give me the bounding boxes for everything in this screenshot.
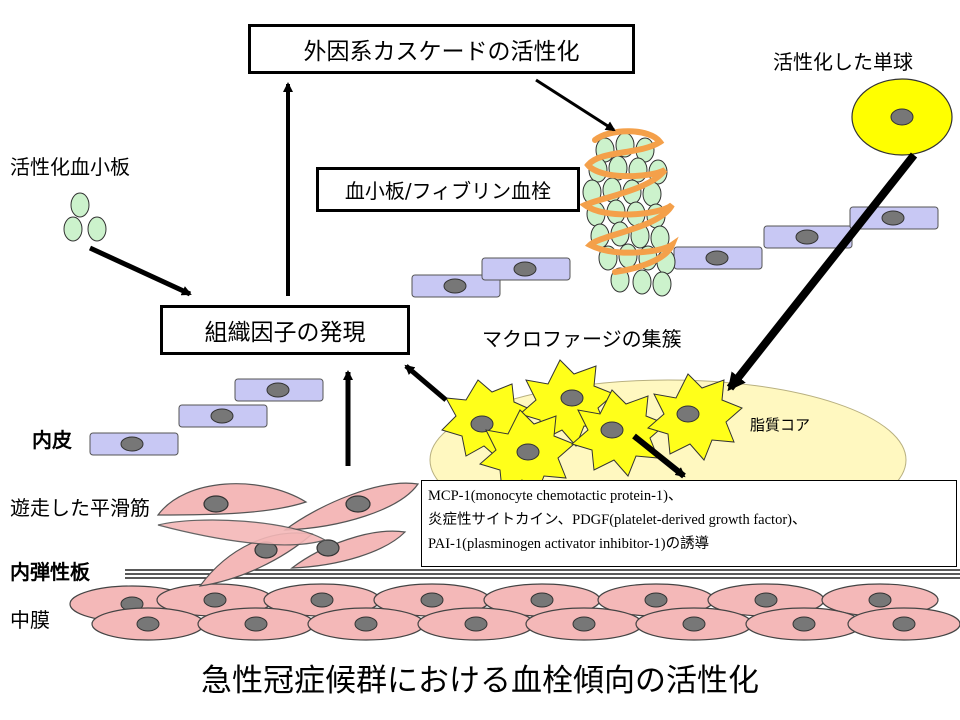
- lipid-core-label: 脂質コア: [750, 416, 811, 434]
- migrated-smc-label: 遊走した平滑筋: [10, 496, 150, 520]
- arrow-platelet-to-tf: [88, 245, 192, 297]
- arrows: [88, 78, 918, 479]
- arrow-macrophage-to-tf: [404, 364, 448, 402]
- tissue-factor-box: 組織因子の発現: [160, 305, 410, 355]
- activated-monocyte-label: 活性化した単球: [773, 50, 913, 74]
- arrow-extrinsic-to-thrombus: [535, 78, 616, 132]
- endothelial-cells: [89, 206, 939, 456]
- induced-factors-note: MCP-1(monocyte chemotactic protein-1)、 炎…: [421, 480, 957, 567]
- thrombus-box: 血小板/フィブリン血栓: [316, 167, 580, 212]
- arrow-macrophage-to-note: [632, 433, 686, 479]
- extrinsic-cascade-label: 外因系カスケードの活性化: [303, 39, 580, 65]
- note-line: MCP-1(monocyte chemotactic protein-1)、: [428, 488, 683, 504]
- media-cells: [69, 583, 960, 641]
- note-line: PAI-1(plasminogen activator inhibitor-1)…: [428, 536, 710, 552]
- note-line: 炎症性サイトカイン、PDGF(platelet-derived growth f…: [428, 512, 807, 528]
- activated-platelet-group: [63, 192, 107, 242]
- macrophage-cluster: [441, 359, 743, 497]
- monocyte-nucleus: [890, 108, 914, 126]
- media-label: 中膜: [10, 608, 50, 632]
- media-cell-row-bottom: [91, 607, 960, 641]
- smooth-muscle-cells: [156, 482, 420, 587]
- activated-platelet-label: 活性化血小板: [10, 155, 130, 179]
- macrophage-cluster-label: マクロファージの集簇: [482, 327, 682, 351]
- extrinsic-cascade-box: 外因系カスケードの活性化: [248, 24, 635, 74]
- arrow-monocyte-to-core: [726, 152, 918, 392]
- tissue-factor-label: 組織因子の発現: [204, 320, 366, 346]
- endothelium-label: 内皮: [32, 428, 72, 452]
- thrombus-label: 血小板/フィブリン血栓: [344, 179, 552, 203]
- fibrin-strand: [579, 128, 679, 275]
- main-title: 急性冠症候群における血栓傾向の活性化: [201, 663, 759, 699]
- internal-elastic-lamina-label: 内弾性板: [10, 560, 90, 584]
- internal-elastic-lamina-lines: [125, 569, 960, 579]
